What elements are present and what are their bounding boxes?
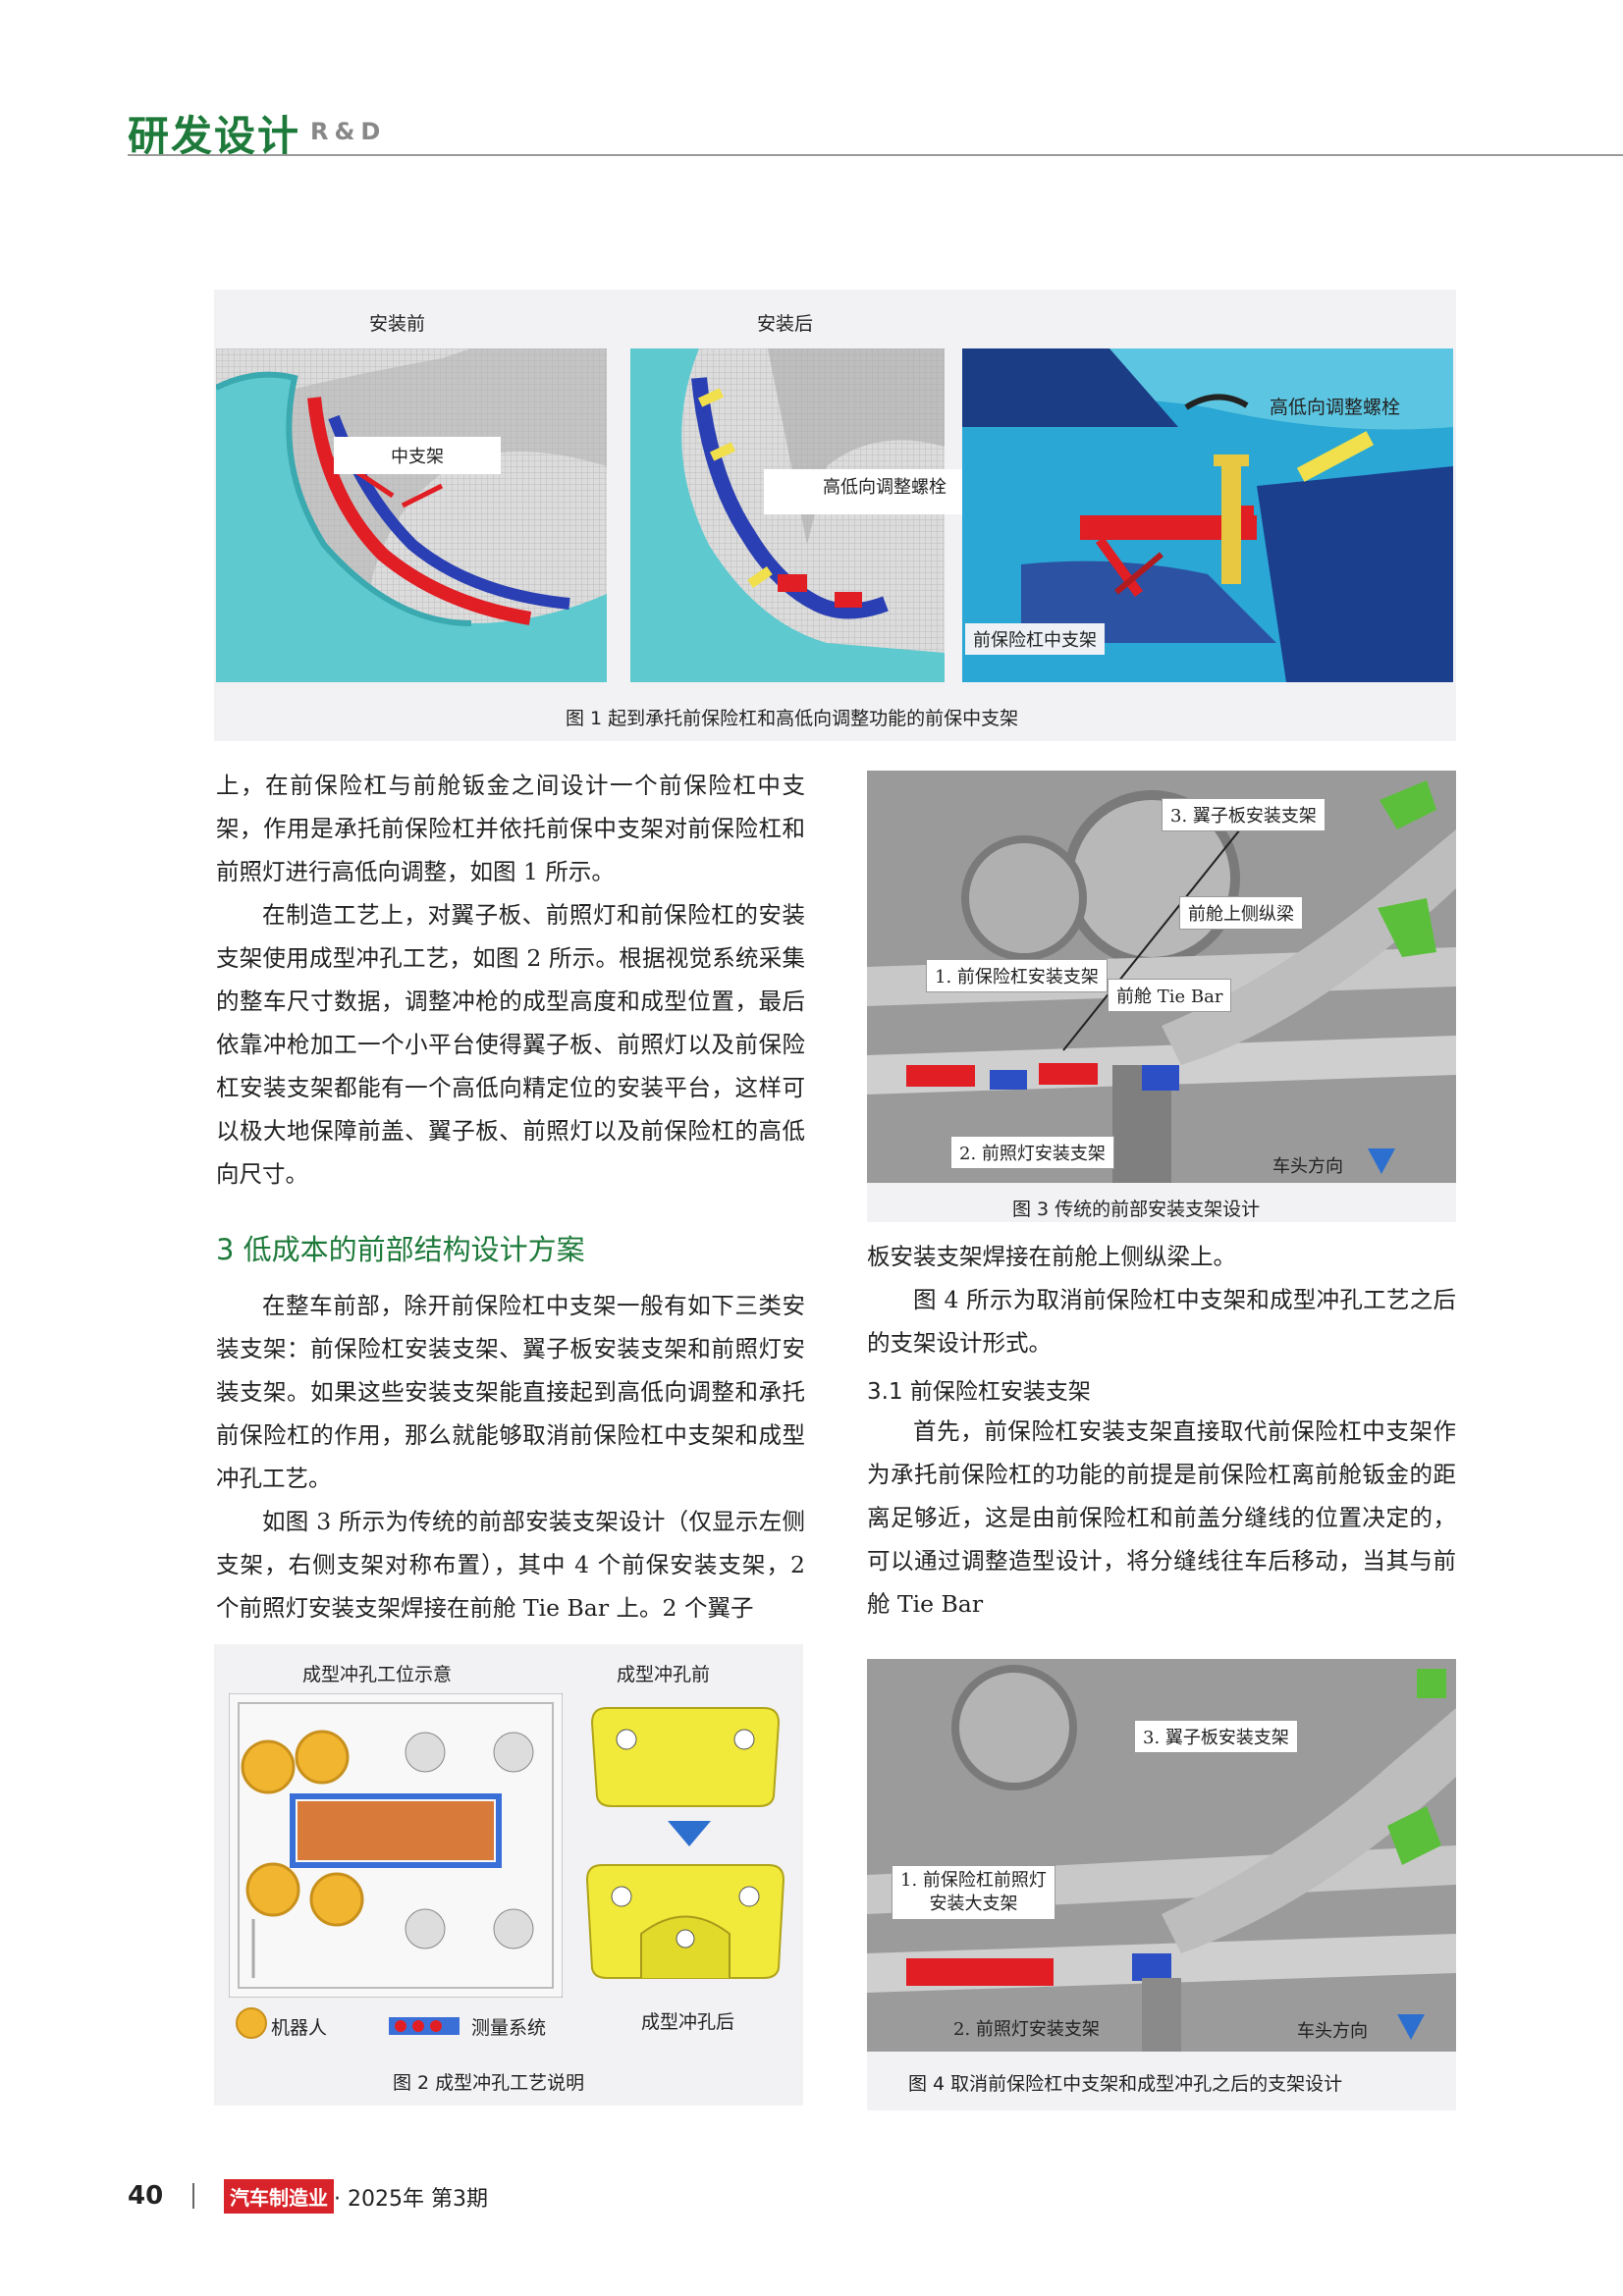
arrow-down-icon bbox=[1368, 1148, 1395, 1174]
fig1-label-before: 安装前 bbox=[369, 313, 426, 335]
section-header-title: 研发设计 bbox=[128, 112, 301, 160]
fig2-title-left: 成型冲孔工位示意 bbox=[302, 1664, 453, 1685]
col1-block-a: 上，在前保险杠与前舱钣金之间设计一个前保险杠中支架，作用是承托前保险杠并依托前保… bbox=[216, 764, 805, 1196]
figure-3: 3. 翼子板安装支架 前舱上侧纵梁 1. 前保险杠安装支架 前舱 Tie Bar… bbox=[867, 771, 1456, 1222]
fig1-panel-before bbox=[216, 348, 607, 682]
section-header-subtitle: R&D bbox=[310, 118, 387, 145]
col1-block-b: 在整车前部，除开前保险杠中支架一般有如下三类安装支架：前保险杠安装支架、翼子板安… bbox=[216, 1284, 805, 1629]
fig4-tag-big-bracket: 1. 前保险杠前照灯 安装大支架 bbox=[892, 1865, 1055, 1920]
issue-info: · 2025年 第3期 bbox=[334, 2187, 488, 2212]
arrow-down-icon bbox=[1397, 2014, 1425, 2040]
fig4-tag-direction: 车头方向 bbox=[1297, 2021, 1368, 2042]
fig4-tag-big-bracket-line2: 安装大支架 bbox=[929, 1894, 1018, 1914]
fig3-tag-fender: 3. 翼子板安装支架 bbox=[1162, 798, 1325, 831]
fig1-tag-front-bumper-mid-bracket: 前保险杠中支架 bbox=[965, 623, 1105, 655]
col2-para2: 图 4 所示为取消前保险杠中支架和成型冲孔工艺之后的支架设计形式。 bbox=[867, 1286, 1456, 1357]
fig4-caption: 图 4 取消前保险杠中支架和成型冲孔之后的支架设计 bbox=[908, 2073, 1343, 2095]
fig1-tag-adjust-bolt-right: 高低向调整螺栓 bbox=[1270, 397, 1401, 418]
fig4-image bbox=[867, 1659, 1456, 2052]
fig3-tag-bumper: 1. 前保险杠安装支架 bbox=[926, 959, 1108, 992]
fig3-tag-tiebar: 前舱 Tie Bar bbox=[1108, 979, 1232, 1012]
fig3-tag-upper-rail: 前舱上侧纵梁 bbox=[1179, 896, 1303, 930]
subsection-3-1-title: 3.1 前保险杠安装支架 bbox=[867, 1379, 1091, 1405]
magazine-logo: 汽车制造业 bbox=[224, 2179, 334, 2214]
fig3-caption: 图 3 传统的前部安装支架设计 bbox=[1012, 1199, 1261, 1220]
col2-block-a: 板安装支架焊接在前舱上侧纵梁上。 图 4 所示为取消前保险杠中支架和成型冲孔工艺… bbox=[867, 1235, 1456, 1364]
fig2-title-after: 成型冲孔后 bbox=[641, 2011, 735, 2033]
fig2-part-after bbox=[582, 1855, 788, 1983]
fig1-caption: 图 1 起到承托前保险杠和高低向调整功能的前保中支架 bbox=[566, 708, 1019, 729]
fig4-tag-headlamp: 2. 前照灯安装支架 bbox=[953, 2019, 1100, 2040]
fig2-caption: 图 2 成型冲孔工艺说明 bbox=[393, 2072, 585, 2094]
fig2-title-before: 成型冲孔前 bbox=[617, 1664, 711, 1685]
robot-icon bbox=[236, 2007, 267, 2039]
page-number: 40 bbox=[128, 2181, 164, 2211]
footer-divider bbox=[192, 2183, 194, 2209]
fig1-tag-mid-bracket: 中支架 bbox=[334, 437, 501, 474]
fig4-tag-fender: 3. 翼子板安装支架 bbox=[1134, 1720, 1298, 1753]
fig1-panel-after bbox=[630, 348, 945, 682]
fig2-legend-measure: 测量系统 bbox=[471, 2017, 547, 2039]
col2-para3: 首先，前保险杠安装支架直接取代前保险杠中支架作为承托前保险杠的功能的前提是前保险… bbox=[867, 1417, 1456, 1618]
fig3-tag-headlamp: 2. 前照灯安装支架 bbox=[950, 1136, 1114, 1169]
figure-2: 成型冲孔工位示意 成型冲孔前 bbox=[214, 1644, 803, 2106]
figure-4: 3. 翼子板安装支架 1. 前保险杠前照灯 安装大支架 2. 前照灯安装支架 车… bbox=[867, 1659, 1456, 2110]
col2-block-b: 首先，前保险杠安装支架直接取代前保险杠中支架作为承托前保险杠的功能的前提是前保险… bbox=[867, 1410, 1456, 1626]
col2-para1: 板安装支架焊接在前舱上侧纵梁上。 bbox=[867, 1243, 1236, 1270]
figure-1: 安装前 安装后 中支架 bbox=[214, 290, 1456, 741]
fig4-tag-big-bracket-line1: 1. 前保险杠前照灯 bbox=[900, 1870, 1047, 1891]
header-divider bbox=[128, 154, 1623, 156]
fig1-label-after: 安装后 bbox=[757, 313, 814, 335]
section-3-title: 3 低成本的前部结构设计方案 bbox=[216, 1233, 585, 1266]
fig1-panel-cad bbox=[962, 348, 1453, 682]
measure-system-icon bbox=[389, 2017, 460, 2035]
arrow-down-icon bbox=[668, 1821, 711, 1846]
col1-para2: 在制造工艺上，对翼子板、前照灯和前保险杠的安装支架使用成型冲孔工艺，如图 2 所… bbox=[216, 901, 805, 1188]
fig3-tag-direction: 车头方向 bbox=[1272, 1156, 1343, 1177]
col1-para3: 在整车前部，除开前保险杠中支架一般有如下三类安装支架：前保险杠安装支架、翼子板安… bbox=[216, 1292, 805, 1492]
fig2-legend-robot: 机器人 bbox=[271, 2017, 328, 2039]
fig2-layout-diagram bbox=[228, 1692, 564, 1999]
fig2-part-before bbox=[587, 1698, 784, 1811]
col1-para1: 上，在前保险杠与前舱钣金之间设计一个前保险杠中支架，作用是承托前保险杠并依托前保… bbox=[216, 772, 805, 885]
col1-para4: 如图 3 所示为传统的前部安装支架设计（仅显示左侧支架，右侧支架对称布置），其中… bbox=[216, 1508, 805, 1622]
